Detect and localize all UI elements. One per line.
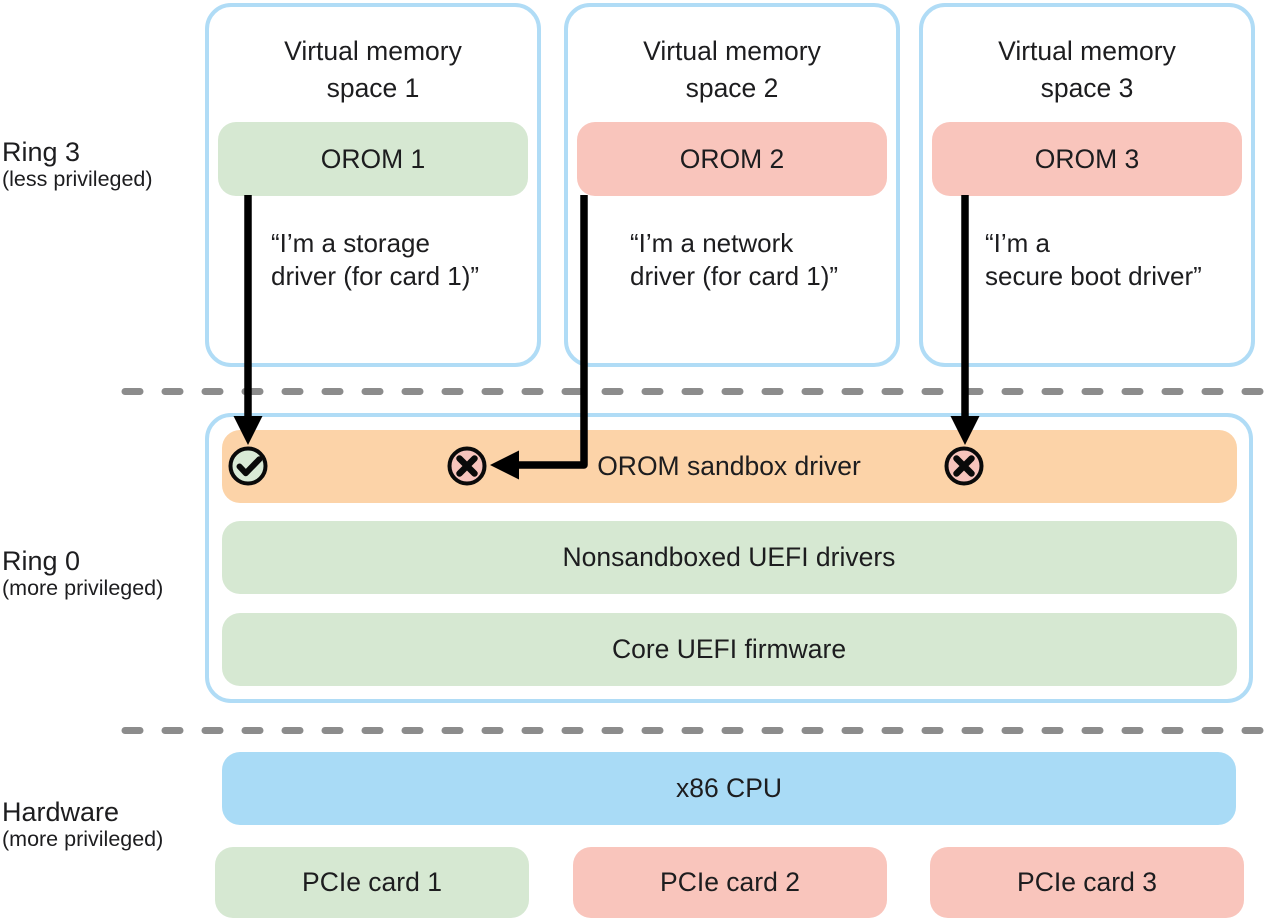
vm2-title-line2: space 2 bbox=[685, 73, 779, 103]
orom1-claim-quote: “I’m a storage driver (for card 1)” bbox=[271, 227, 529, 292]
vm1-title-line2: space 1 bbox=[326, 73, 420, 103]
orom-sandbox-driver-row: OROM sandbox driver bbox=[221, 429, 1237, 503]
virtual-memory-space-3-box: Virtual memory space 3 OROM 3 “I’m a sec… bbox=[919, 3, 1255, 367]
orom3-claim-quote: “I’m a secure boot driver” bbox=[985, 227, 1243, 292]
ring3-title: Ring 3 bbox=[2, 137, 81, 167]
orom1-quote-line2: driver (for card 1)” bbox=[271, 260, 480, 291]
x86-cpu-label: x86 CPU bbox=[675, 773, 783, 803]
orom2-claim-quote: “I’m a network driver (for card 1)” bbox=[630, 227, 888, 292]
orom2-quote-line2: driver (for card 1)” bbox=[630, 260, 839, 291]
orom3-quote-line2: secure boot driver” bbox=[985, 260, 1202, 291]
ring3-subtitle: (less privileged) bbox=[2, 167, 153, 191]
ring0-subtitle: (more privileged) bbox=[2, 576, 164, 600]
vm3-title-line1: Virtual memory bbox=[998, 36, 1176, 66]
orom2-label: OROM 2 bbox=[679, 143, 785, 174]
vm3-title: Virtual memory space 3 bbox=[923, 33, 1251, 107]
ring0-container: OROM sandbox driver Nonsandboxed UEFI dr… bbox=[205, 413, 1253, 703]
vm3-title-line2: space 3 bbox=[1040, 73, 1134, 103]
orom2-quote-line1: “I’m a network bbox=[630, 228, 794, 258]
pcie-card-2-box: PCIe card 2 bbox=[573, 847, 887, 918]
nonsandboxed-uefi-drivers-row: Nonsandboxed UEFI drivers bbox=[221, 521, 1237, 594]
vm1-title-line1: Virtual memory bbox=[284, 36, 462, 66]
vm2-title-line1: Virtual memory bbox=[643, 36, 821, 66]
virtual-memory-space-1-box: Virtual memory space 1 OROM 1 “I’m a sto… bbox=[205, 3, 541, 367]
nonsandboxed-uefi-drivers-label: Nonsandboxed UEFI drivers bbox=[562, 542, 896, 572]
hardware-label: Hardware (more privileged) bbox=[2, 797, 163, 852]
pcie-card-1-box: PCIe card 1 bbox=[215, 847, 529, 918]
orom-sandbox-driver-label: OROM sandbox driver bbox=[597, 450, 861, 481]
ring0-label: Ring 0 (more privileged) bbox=[2, 546, 163, 601]
orom2-pill: OROM 2 bbox=[577, 122, 887, 196]
hardware-title: Hardware bbox=[2, 797, 120, 827]
orom1-label: OROM 1 bbox=[320, 143, 426, 174]
pcie-card-3-label: PCIe card 3 bbox=[1017, 867, 1157, 897]
vm1-title: Virtual memory space 1 bbox=[209, 33, 537, 107]
core-uefi-firmware-label: Core UEFI firmware bbox=[611, 633, 847, 664]
vm2-title: Virtual memory space 2 bbox=[568, 33, 896, 107]
orom3-pill: OROM 3 bbox=[932, 122, 1242, 196]
ring3-label: Ring 3 (less privileged) bbox=[2, 137, 153, 192]
orom3-quote-line1: “I’m a bbox=[985, 228, 1050, 258]
pcie-card-3-box: PCIe card 3 bbox=[930, 847, 1244, 918]
pcie-card-1-label: PCIe card 1 bbox=[302, 867, 442, 897]
orom3-label: OROM 3 bbox=[1034, 143, 1140, 174]
orom1-pill: OROM 1 bbox=[218, 122, 528, 196]
hardware-subtitle: (more privileged) bbox=[2, 827, 164, 851]
core-uefi-firmware-row: Core UEFI firmware bbox=[221, 612, 1237, 686]
virtual-memory-space-2-box: Virtual memory space 2 OROM 2 “I’m a net… bbox=[564, 3, 900, 367]
ring0-title: Ring 0 bbox=[2, 546, 81, 576]
orom1-quote-line1: “I’m a storage bbox=[271, 228, 430, 258]
pcie-card-2-label: PCIe card 2 bbox=[660, 867, 800, 897]
x86-cpu-box: x86 CPU bbox=[222, 752, 1236, 825]
